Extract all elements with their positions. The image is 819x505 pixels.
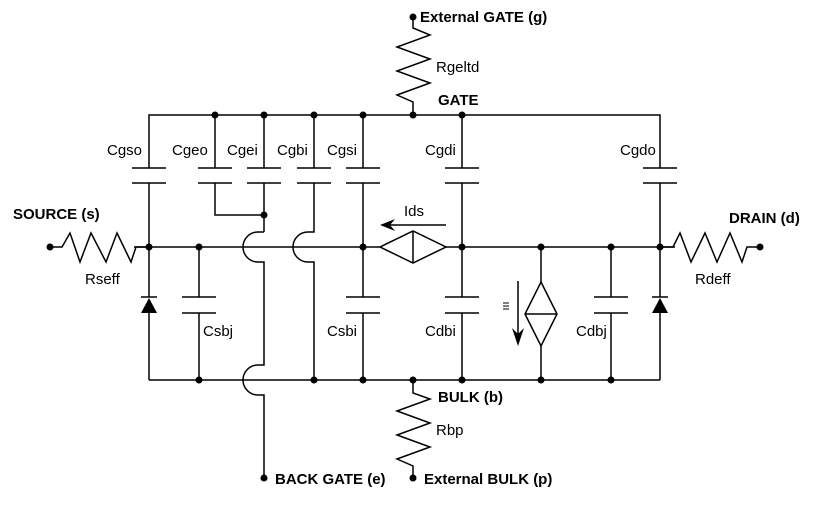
rseff-label: Rseff	[85, 271, 121, 288]
drain-label: DRAIN (d)	[729, 210, 800, 227]
rseff-resistor	[50, 231, 149, 265]
cgbi-label: Cgbi	[277, 142, 308, 159]
ids-label: Ids	[404, 203, 424, 220]
rdeff-label: Rdeff	[695, 271, 731, 288]
cgso-capacitor	[132, 167, 166, 247]
cgdo-capacitor	[643, 167, 677, 247]
rgeltd-label: Rgeltd	[436, 59, 479, 76]
internal-source-node	[359, 243, 367, 251]
internal-drain-node	[458, 243, 466, 251]
rbp-label: Rbp	[436, 422, 464, 439]
rdeff-resistor	[660, 231, 760, 265]
cgbi-capacitor	[292, 115, 331, 380]
iii-label-glyph	[503, 302, 509, 310]
csbi-label: Csbi	[327, 323, 357, 340]
source-bulk-diode	[141, 247, 157, 380]
drain-terminal[interactable]	[756, 243, 764, 251]
drain-node	[607, 243, 615, 251]
cdbi-capacitor	[445, 247, 479, 380]
source-label: SOURCE (s)	[13, 206, 100, 223]
back-gate-line	[242, 231, 265, 478]
iii-arrow-icon	[512, 281, 524, 346]
cdbj-label: Cdbj	[576, 323, 607, 340]
cgei-capacitor	[247, 115, 281, 232]
back-gate-node	[260, 211, 268, 219]
rbp-resistor	[394, 380, 433, 478]
cgei-label: Cgei	[227, 142, 258, 159]
back-gate-label: BACK GATE (e)	[275, 471, 386, 488]
rgeltd-resistor	[394, 17, 433, 115]
external-gate-label: External GATE (g)	[420, 9, 547, 26]
drain-bulk-diode	[652, 247, 668, 380]
bulk-label: BULK (b)	[438, 389, 503, 406]
gate-rail	[148, 114, 661, 168]
external-gate-terminal[interactable]	[409, 13, 417, 21]
cgdo-label: Cgdo	[620, 142, 656, 159]
cgsi-capacitor	[346, 115, 380, 247]
csbi-capacitor	[346, 247, 380, 380]
cgso-label: Cgso	[107, 142, 142, 159]
iii-current-source	[524, 247, 558, 380]
cgdi-capacitor	[445, 115, 479, 247]
csbj-label: Csbj	[203, 323, 233, 340]
bulk-node	[458, 376, 466, 384]
cdbj-capacitor	[594, 247, 628, 380]
cdbi-label: Cdbi	[425, 323, 456, 340]
ids-arrow-icon	[380, 219, 446, 231]
cgdi-label: Cgdi	[425, 142, 456, 159]
bulk-node	[310, 376, 318, 384]
source-node	[195, 243, 203, 251]
bulk-node	[195, 376, 203, 384]
bulk-node	[607, 376, 615, 384]
gate-node	[409, 111, 417, 119]
cgsi-label: Cgsi	[327, 142, 357, 159]
gate-label: GATE	[438, 92, 479, 109]
bulk-node	[537, 376, 545, 384]
cgeo-capacitor	[198, 115, 264, 216]
cgeo-label: Cgeo	[172, 142, 208, 159]
ids-current-source	[378, 230, 448, 264]
external-bulk-label: External BULK (p)	[424, 471, 552, 488]
back-gate-terminal[interactable]	[260, 474, 268, 482]
bulk-node	[359, 376, 367, 384]
drain-node	[537, 243, 545, 251]
csbj-capacitor	[182, 247, 216, 380]
external-bulk-terminal[interactable]	[409, 474, 417, 482]
